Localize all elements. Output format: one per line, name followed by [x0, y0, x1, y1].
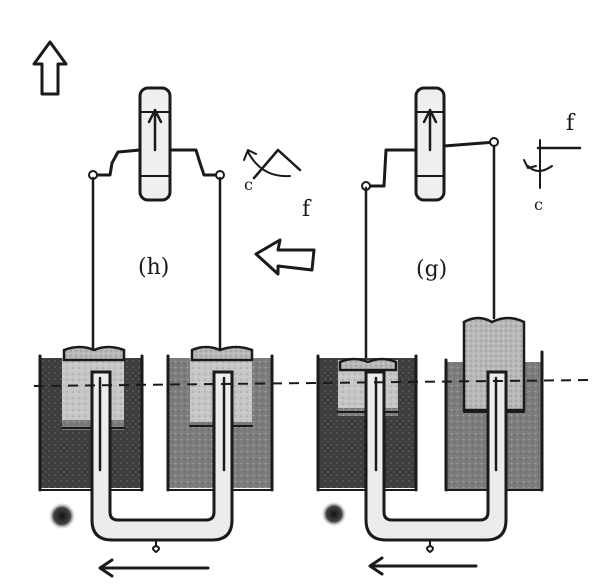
- crankshaft-g: [364, 140, 498, 188]
- cylinder-right-h: [166, 345, 274, 492]
- flow-arrow-h-icon: [98, 558, 210, 578]
- marker-dot-h: [48, 502, 76, 530]
- rotation-indicator-h: c f: [243, 148, 312, 222]
- piston-left-g: [338, 357, 398, 372]
- piston-left-h: [62, 345, 126, 362]
- panel-g: f c (g): [316, 86, 582, 576]
- marker-dot-g: [321, 501, 347, 527]
- u-tube-h: [90, 370, 234, 542]
- flow-arrow-g-icon: [368, 556, 478, 576]
- piston-right-g: [462, 316, 526, 412]
- rot-h-f-label: f: [302, 197, 312, 222]
- crankshaft-h: [90, 148, 224, 177]
- reference-level-line: [33, 379, 591, 387]
- u-tube-g: [364, 370, 508, 542]
- hollow-left-arrow-icon: [254, 238, 316, 276]
- flywheel-direction-arrow-icon-g: [422, 108, 438, 152]
- hollow-up-arrow-icon: [32, 40, 68, 96]
- rot-h-c-label: c: [244, 175, 253, 194]
- panel-g-label: (g): [416, 257, 447, 282]
- panel-h: c f (h): [38, 86, 312, 578]
- rot-g-c-label: c: [534, 195, 543, 214]
- panel-h-label: (h): [138, 255, 169, 280]
- rot-g-f-label: f: [566, 111, 576, 136]
- piston-right-h: [190, 345, 254, 362]
- rotation-indicator-g: f c: [523, 111, 582, 214]
- flywheel-direction-arrow-icon: [147, 108, 163, 152]
